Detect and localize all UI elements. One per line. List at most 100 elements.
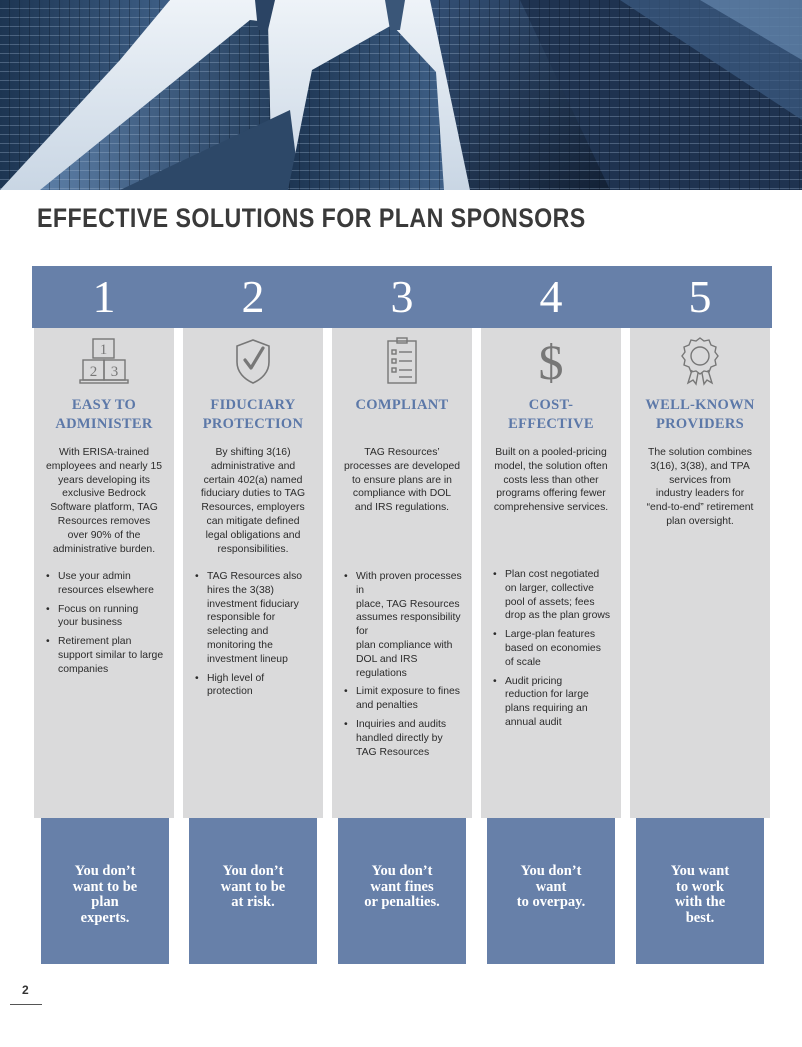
solution-card: FIDUCIARY PROTECTION By shifting 3(16) a…: [183, 328, 323, 818]
tagline-box-4: You don’t want to overpay.: [487, 818, 615, 964]
tagline: You want to work with the best.: [642, 863, 758, 926]
tagline-line: You don’t: [222, 863, 284, 879]
bullet-line: Focus on running: [58, 603, 139, 615]
bullet-line: responsible for: [207, 612, 276, 624]
skyscrapers-photo: [0, 0, 802, 190]
desc-line: over 90% of the: [67, 529, 141, 541]
desc-line: “end-to-end” retirement: [646, 502, 754, 514]
column-number: 3: [390, 271, 414, 322]
bullet-line: drop as the plan grows: [505, 610, 611, 622]
solution-card: 1 2 3 EASY TO ADMINISTER With ERISA-trai…: [34, 328, 174, 818]
bullet-line: plans requiring an: [505, 703, 588, 715]
tagline-line: best.: [685, 909, 715, 926]
heading-line: COST-: [528, 397, 574, 413]
bullet-item: Limit exposure to fines and penalties: [343, 685, 467, 713]
column-number: 2: [241, 271, 265, 322]
column-description: The solution combines 3(16), 3(38), and …: [640, 446, 760, 529]
tagline-line: to overpay.: [516, 894, 586, 910]
bullet-item: Use your admin resources elsewhere: [45, 570, 169, 598]
column-description: TAG Resources’ processes are developed t…: [342, 446, 462, 515]
tagline-line: experts.: [80, 909, 130, 926]
tagline-box-3: You don’t want fines or penalties.: [338, 818, 466, 964]
bullet-line: Plan cost negotiated: [505, 569, 600, 580]
bullet-line: TAG Resources also: [207, 571, 303, 582]
tagline: You don’t want fines or penalties.: [344, 863, 460, 911]
heading-line: PROVIDERS: [655, 416, 745, 432]
bullet-list: Use your admin resources elsewhere Focus…: [45, 570, 169, 682]
bullet-line: reduction for large: [505, 689, 589, 701]
desc-line: administrative burden.: [52, 543, 156, 555]
award-ribbon-icon: [681, 337, 719, 386]
column-description: Built on a pooled-pricing model, the sol…: [491, 446, 611, 515]
column-heading: WELL-KNOWN PROVIDERS: [634, 396, 766, 434]
bullet-item: High level of protection: [194, 672, 318, 700]
solution-card: $ COST- EFFECTIVE Built on a pooled-pric…: [481, 328, 621, 818]
desc-line: model, the solution often: [494, 460, 608, 472]
bullet-list: Plan cost negotiated on larger, collecti…: [492, 568, 616, 735]
tagline-line: with the: [674, 894, 726, 910]
desc-line: responsibilities.: [217, 543, 289, 555]
column-number: 1: [92, 271, 116, 322]
heading-line: FIDUCIARY: [210, 397, 296, 413]
bullet-item: TAG Resources also hires the 3(38) inves…: [194, 570, 318, 667]
bullet-line: selecting and: [207, 626, 269, 638]
desc-line: employees and nearly 15: [45, 460, 163, 472]
bullet-line: investment fiduciary: [207, 598, 299, 610]
bullet-line: support similar to large: [58, 649, 164, 661]
desc-line: costs less than other: [503, 474, 599, 486]
bullet-item: Audit pricing reduction for large plans …: [492, 675, 616, 730]
block-digit: 1: [100, 342, 108, 358]
solution-card: COMPLIANT TAG Resources’ processes are d…: [332, 328, 472, 818]
bullet-line: companies: [58, 663, 109, 675]
desc-line: By shifting 3(16): [215, 447, 291, 458]
column-description: With ERISA-trained employees and nearly …: [44, 446, 164, 556]
page-number-rule: [10, 1004, 42, 1005]
bullet-line: plan compliance with: [356, 639, 453, 651]
bullet-line: Retirement plan: [58, 636, 132, 648]
heading-line: EASY TO: [71, 397, 137, 413]
desc-line: Software platform, TAG: [50, 502, 158, 514]
desc-line: to ensure plans are in: [352, 474, 452, 486]
page-number: 2: [22, 983, 29, 997]
bullet-item: Focus on running your business: [45, 603, 169, 631]
tagline-line: You don’t: [520, 863, 582, 879]
desc-line: compliance with DOL: [352, 488, 452, 500]
bullet-line: investment lineup: [207, 653, 288, 665]
desc-line: The solution combines: [648, 447, 752, 458]
bullet-line: TAG Resources: [356, 746, 430, 758]
bullet-line: on larger, collective: [505, 582, 594, 594]
desc-line: Resources, employers: [201, 502, 305, 514]
block-digit: 3: [111, 364, 119, 380]
bullet-item: Inquiries and audits handled directly by…: [343, 718, 467, 759]
desc-line: fiduciary duties to TAG: [200, 488, 306, 500]
bullet-line: and penalties: [356, 700, 418, 712]
bullet-line: Limit exposure to fines: [356, 686, 460, 698]
hero-image: [0, 0, 802, 190]
column-heading: EASY TO ADMINISTER: [38, 396, 170, 434]
desc-line: industry leaders for: [655, 488, 745, 500]
desc-line: exclusive Bedrock: [62, 488, 146, 500]
tagline-line: want to be: [220, 878, 286, 895]
desc-line: and IRS regulations.: [354, 502, 450, 514]
bullet-line: assumes responsibility for: [356, 612, 461, 638]
bullet-line: Use your admin: [58, 571, 131, 582]
column-number: 5: [688, 271, 712, 322]
bullet-line: pool of assets; fees: [505, 596, 595, 608]
bullet-item: Plan cost negotiated on larger, collecti…: [492, 568, 616, 623]
bullet-line: DOL and IRS regulations: [356, 653, 418, 679]
bullet-line: Inquiries and audits: [356, 718, 447, 730]
tagline-box-2: You don’t want to be at risk.: [189, 818, 317, 964]
bullet-line: protection: [207, 686, 253, 698]
checklist-clipboard-icon: [387, 337, 417, 384]
tagline-line: want fines: [370, 878, 434, 895]
bullet-line: handled directly by: [356, 732, 443, 744]
desc-line: With ERISA-trained: [58, 447, 150, 458]
desc-line: administrative and: [210, 460, 296, 472]
heading-line: PROTECTION: [202, 416, 304, 432]
heading-line: EFFECTIVE: [508, 416, 594, 432]
desc-line: 3(16), 3(38), and TPA: [650, 460, 750, 472]
column-description: By shifting 3(16) administrative and cer…: [193, 446, 313, 556]
shield-check-icon: [236, 339, 270, 384]
desc-line: Resources removes: [57, 515, 151, 527]
desc-line: TAG Resources’: [364, 447, 440, 458]
